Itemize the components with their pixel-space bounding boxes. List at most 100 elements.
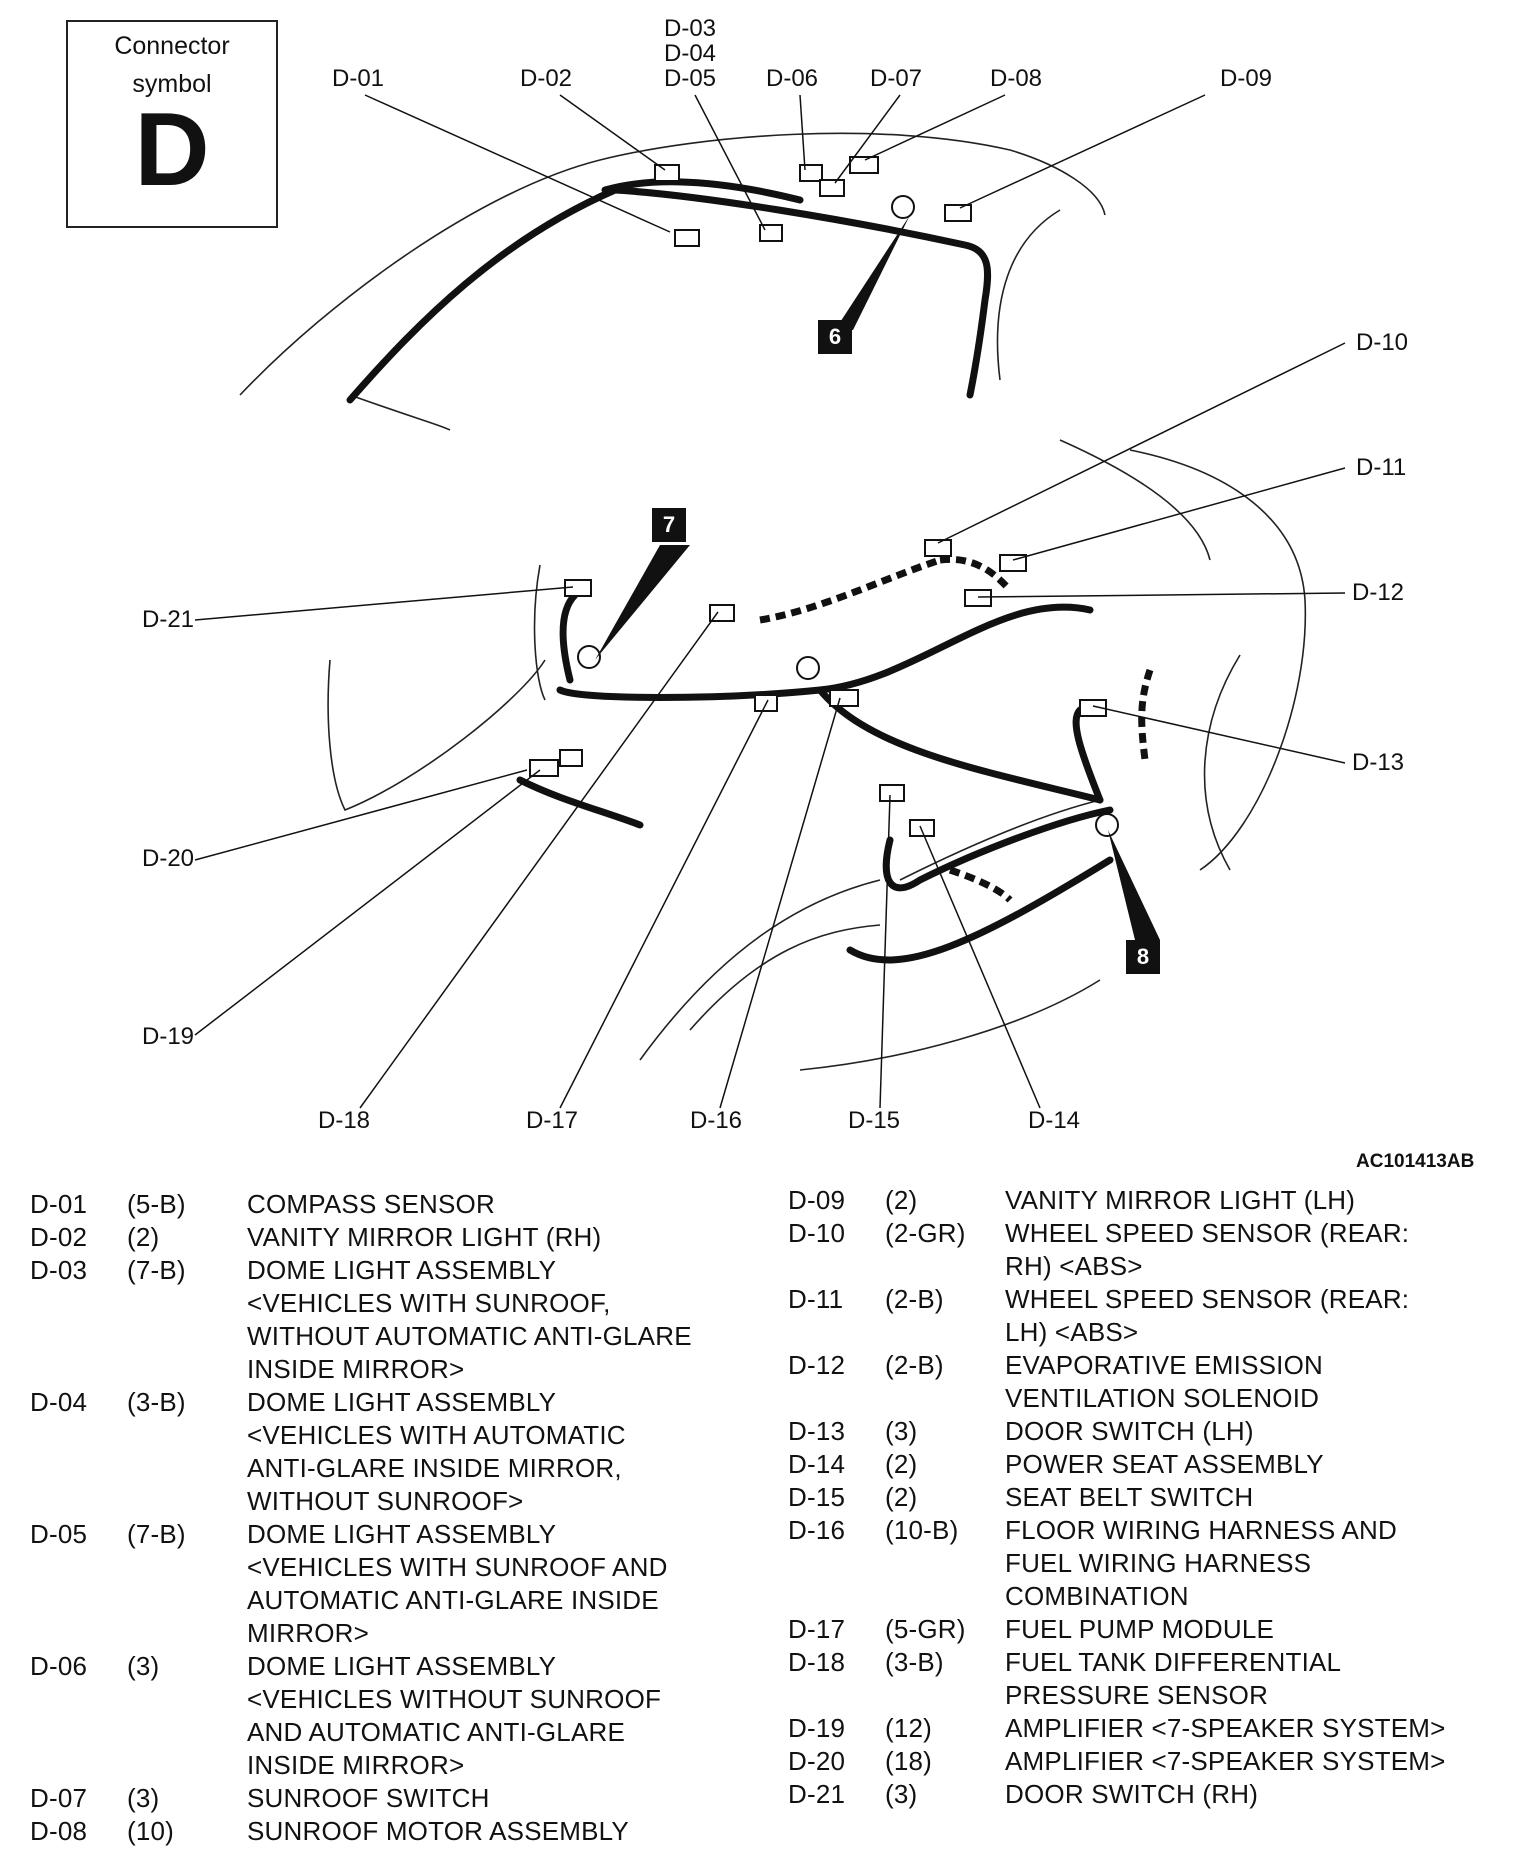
connector-description-line: PRESSURE SENSOR: [1005, 1680, 1269, 1710]
connector-symbol-legend: Connector symbol D: [66, 20, 278, 228]
connector-row: D-08 (10) SUNROOF MOTOR ASSEMBLY: [30, 1815, 760, 1848]
connector-id: D-07: [30, 1783, 88, 1813]
grommets: [577, 195, 1119, 837]
connector-description: SUNROOF MOTOR ASSEMBLY: [247, 1815, 760, 1848]
connector-description-line: FUEL TANK DIFFERENTIAL: [1005, 1647, 1342, 1677]
connector-description-line: DOME LIGHT ASSEMBLY: [247, 1519, 557, 1549]
connector-size: (5-GR): [885, 1614, 966, 1644]
connector-description: DOME LIGHT ASSEMBLY<VEHICLES WITH SUNROO…: [247, 1254, 760, 1386]
callout-d06: D-06: [766, 65, 819, 92]
connector-id: D-18: [788, 1647, 846, 1677]
connector-size: (7-B): [127, 1255, 186, 1285]
connector-description-line: <VEHICLES WITH SUNROOF AND: [247, 1552, 668, 1582]
connector-id: D-21: [788, 1779, 846, 1809]
connector-description-line: AND AUTOMATIC ANTI-GLARE: [247, 1717, 626, 1747]
connector-description: POWER SEAT ASSEMBLY: [1005, 1448, 1508, 1481]
connector-description-line: EVAPORATIVE EMISSION: [1005, 1350, 1323, 1380]
connector-row: D-06(3)DOME LIGHT ASSEMBLY<VEHICLES WITH…: [30, 1650, 760, 1782]
connector-boxes: [529, 156, 1107, 837]
connector-row: D-13 (3) DOOR SWITCH (LH): [788, 1415, 1508, 1448]
connector-description-line: VANITY MIRROR LIGHT (LH): [1005, 1185, 1356, 1215]
callout-d07: D-07: [870, 65, 923, 92]
connector-description-line: DOOR SWITCH (LH): [1005, 1416, 1254, 1446]
connector-row: D-04(3-B)DOME LIGHT ASSEMBLY<VEHICLES WI…: [30, 1386, 760, 1518]
connector-list-right: D-09(2)VANITY MIRROR LIGHT (LH)D-10(2-GR…: [788, 1184, 1508, 1811]
badge-8: 8: [1126, 940, 1160, 974]
connector-description-line: VENTILATION SOLENOID: [1005, 1383, 1320, 1413]
connector-size: (10-B): [885, 1515, 959, 1545]
connector-description: VANITY MIRROR LIGHT (RH): [247, 1221, 760, 1254]
figure-id: AC101413AB: [1356, 1151, 1475, 1172]
connector-id: D-04: [30, 1387, 88, 1417]
connector-description: COMPASS SENSOR: [247, 1188, 760, 1221]
connector-id: D-19: [788, 1713, 846, 1743]
connector-id: D-17: [788, 1614, 846, 1644]
connector-description-line: COMBINATION: [1005, 1581, 1189, 1611]
connector-description-line: SUNROOF SWITCH: [247, 1783, 490, 1813]
connector-row: D-07(3)SUNROOF SWITCH: [30, 1782, 760, 1815]
callout-d19: D-19: [142, 1023, 195, 1050]
connector-description: DOME LIGHT ASSEMBLY<VEHICLES WITHOUT SUN…: [247, 1650, 760, 1782]
connector-row: D-14 (2) POWER SEAT ASSEMBLY: [788, 1448, 1508, 1481]
connector-description-line: <VEHICLES WITH SUNROOF,: [247, 1288, 611, 1318]
connector-size: (10): [127, 1816, 175, 1846]
connector-description: WHEEL SPEED SENSOR (REAR:LH) <ABS>: [1005, 1283, 1508, 1349]
connector-row: D-11(2-B)WHEEL SPEED SENSOR (REAR:LH) <A…: [788, 1283, 1508, 1349]
connector-id: D-02: [30, 1222, 88, 1252]
connector-description: AMPLIFIER <7-SPEAKER SYSTEM>: [1005, 1712, 1508, 1745]
connector-id: D-10: [788, 1218, 846, 1248]
connector-size: (2): [885, 1449, 918, 1479]
connector-description-line: RH) <ABS>: [1005, 1251, 1143, 1281]
connector-description: WHEEL SPEED SENSOR (REAR:RH) <ABS>: [1005, 1217, 1508, 1283]
harness-dashed: [759, 555, 1154, 903]
connector-size: (2): [885, 1185, 918, 1215]
connector-description: DOME LIGHT ASSEMBLY<VEHICLES WITH SUNROO…: [247, 1518, 760, 1650]
callout-d09: D-09: [1220, 65, 1273, 92]
callout-d14: D-14: [1028, 1107, 1081, 1134]
connector-description-line: INSIDE MIRROR>: [247, 1354, 465, 1384]
connector-description-line: POWER SEAT ASSEMBLY: [1005, 1449, 1324, 1479]
connector-size: (3): [885, 1416, 918, 1446]
connector-description-line: INSIDE MIRROR>: [247, 1750, 465, 1780]
callout-d04: D-04: [664, 40, 717, 67]
connector-size: (2): [127, 1222, 160, 1252]
connector-description-line: VANITY MIRROR LIGHT (RH): [247, 1222, 602, 1252]
connector-row: D-15(2)SEAT BELT SWITCH: [788, 1481, 1508, 1514]
connector-size: (18): [885, 1746, 933, 1776]
legend-caption-line1: Connector: [114, 32, 230, 60]
connector-row: D-20(18)AMPLIFIER <7-SPEAKER SYSTEM>: [788, 1745, 1508, 1778]
connector-description-line: SEAT BELT SWITCH: [1005, 1482, 1254, 1512]
connector-size: (3-B): [127, 1387, 186, 1417]
body-outline: [239, 132, 1307, 1071]
connector-id: D-05: [30, 1519, 88, 1549]
callout-d02: D-02: [520, 65, 573, 92]
callout-d11: D-11: [1356, 454, 1407, 481]
connector-id: D-08: [30, 1816, 88, 1846]
callout-d18: D-18: [318, 1107, 371, 1134]
connector-row: D-19(12)AMPLIFIER <7-SPEAKER SYSTEM>: [788, 1712, 1508, 1745]
connector-size: (3-B): [885, 1647, 944, 1677]
legend-caption-line2: symbol: [132, 70, 212, 98]
connector-description: FUEL PUMP MODULE: [1005, 1613, 1508, 1646]
connector-size: (5-B): [127, 1189, 186, 1219]
callout-d15: D-15: [848, 1107, 901, 1134]
callout-d12: D-12: [1352, 579, 1405, 606]
connector-description: SEAT BELT SWITCH: [1005, 1481, 1508, 1514]
connector-id: D-14: [788, 1449, 846, 1479]
connector-description: AMPLIFIER <7-SPEAKER SYSTEM>: [1005, 1745, 1508, 1778]
connector-id: D-16: [788, 1515, 846, 1545]
connector-description-line: <VEHICLES WITH AUTOMATIC: [247, 1420, 626, 1450]
harness-lines: [346, 178, 1114, 964]
badge-6: 6: [818, 320, 852, 354]
connector-size: (2): [885, 1482, 918, 1512]
connector-id: D-13: [788, 1416, 846, 1446]
connector-description-line: FUEL PUMP MODULE: [1005, 1614, 1275, 1644]
callout-d20: D-20: [142, 845, 195, 872]
connector-row: D-03(7-B)DOME LIGHT ASSEMBLY<VEHICLES WI…: [30, 1254, 760, 1386]
connector-size: (3): [885, 1779, 918, 1809]
connector-description-line: WHEEL SPEED SENSOR (REAR:: [1005, 1284, 1410, 1314]
